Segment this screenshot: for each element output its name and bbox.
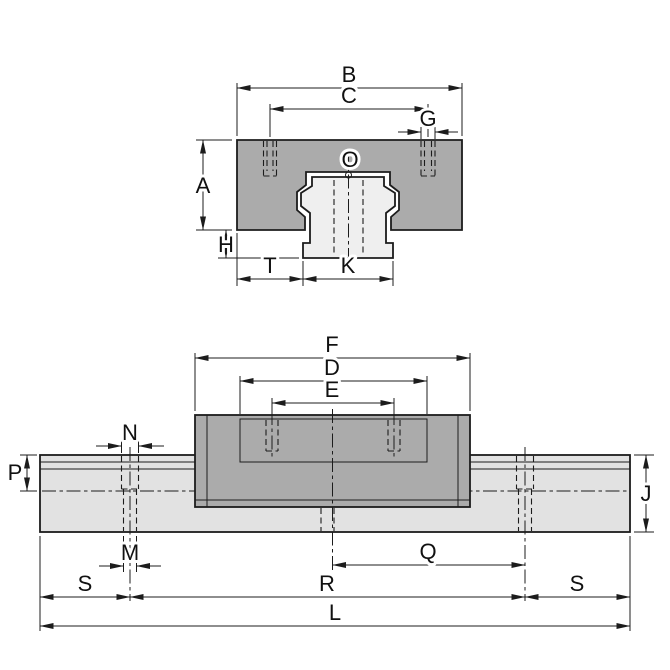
dim-S-left: S: [39, 536, 131, 631]
side-view: F D E N P: [5, 329, 655, 631]
dim-Q: Q: [332, 536, 526, 568]
rail-hole-right: [515, 456, 535, 531]
rail-hole-center-hidden: [320, 508, 335, 531]
rail-bolt-hole-hidden-lines: [333, 180, 364, 254]
carriage-hole-left: [265, 420, 279, 452]
dim-R: R: [129, 568, 526, 600]
dim-P: P: [5, 454, 37, 492]
dim-label-d: D: [324, 355, 340, 380]
dim-label-s-left: S: [78, 571, 93, 596]
dim-G: G: [398, 103, 458, 139]
dim-label-r: R: [319, 571, 335, 596]
dim-label-k: K: [341, 253, 356, 278]
dim-label-s-right: S: [570, 571, 585, 596]
dim-K: K: [302, 250, 394, 286]
dim-N: N: [96, 417, 164, 453]
oil-hole: [345, 171, 352, 179]
dim-label-b: B: [342, 62, 357, 87]
dim-label-t: T: [263, 253, 276, 278]
dim-L: L: [39, 597, 631, 629]
right-mount-hole-hidden-lines: [420, 141, 436, 177]
end-view: B C G A H T: [193, 59, 463, 286]
dim-F: F: [194, 329, 471, 411]
carriage-recess: [239, 418, 428, 463]
dim-S-right: S: [524, 536, 631, 631]
dim-C: C: [269, 80, 429, 137]
oil-hole-label: O: [341, 147, 358, 172]
dim-A: A: [193, 139, 232, 231]
carriage-body-section: [236, 139, 463, 231]
carriage-hole-right: [387, 420, 401, 452]
dim-J: J: [634, 454, 655, 533]
dim-label-j: J: [641, 481, 652, 506]
dim-D: D: [239, 352, 428, 414]
dim-label-f: F: [325, 332, 338, 357]
rail-hole-left: [120, 456, 140, 531]
left-mount-hole-hidden-lines: [262, 141, 278, 177]
dim-label-n: N: [122, 420, 138, 445]
dim-B: B: [236, 59, 463, 136]
dim-label-a: A: [196, 173, 211, 198]
dim-label-m: M: [121, 540, 139, 565]
dim-label-c: C: [341, 83, 357, 108]
dim-label-e: E: [325, 377, 340, 402]
dim-E: E: [271, 374, 395, 414]
dim-T: T: [236, 233, 304, 286]
dim-label-h: H: [218, 232, 234, 257]
dim-label-g: G: [419, 106, 436, 131]
dim-label-q: Q: [419, 539, 436, 564]
dim-H: H: [215, 229, 299, 260]
dim-label-l: L: [329, 600, 341, 625]
dim-label-p: P: [8, 460, 23, 485]
dim-M: M: [99, 536, 161, 572]
